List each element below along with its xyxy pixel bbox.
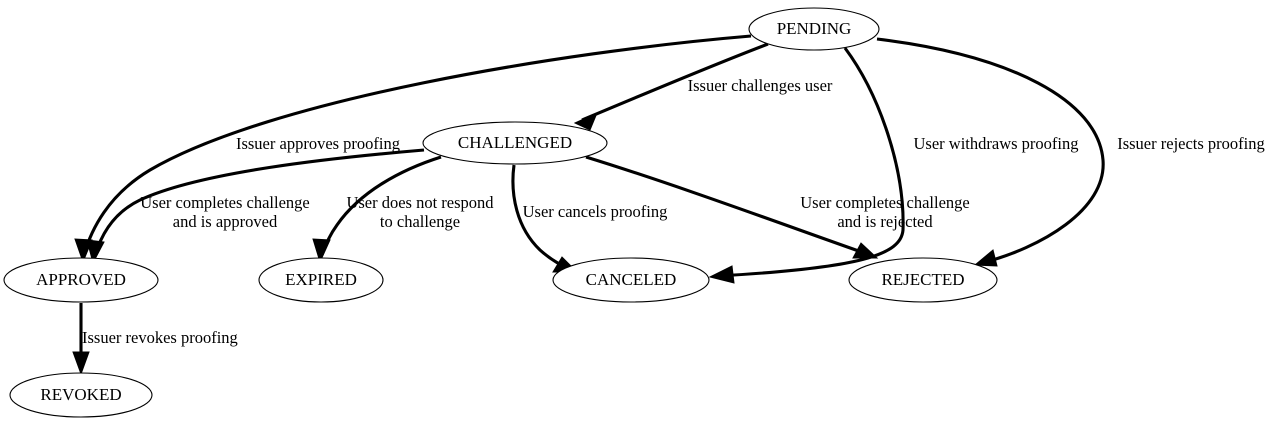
node-rejected[interactable]: REJECTED bbox=[848, 257, 998, 303]
arrowhead-challenged-approved bbox=[86, 239, 105, 265]
edge-label-challenged-approved-line1: User completes challenge bbox=[140, 193, 310, 212]
edge-label-challenged-expired-line2: to challenge bbox=[380, 212, 460, 231]
edge-path-pending-canceled bbox=[717, 47, 905, 278]
nodes-layer: PENDING CHALLENGED APPROVED EXPIRED CANC… bbox=[3, 7, 998, 418]
node-revoked-ellipse bbox=[9, 372, 153, 418]
edge-label-challenged-rejected-line1: User completes challenge bbox=[800, 193, 970, 212]
node-pending-ellipse bbox=[748, 7, 880, 51]
arrowhead-pending-canceled bbox=[708, 265, 735, 284]
edge-path-pending-rejected bbox=[876, 37, 1105, 265]
edge-label-pending-challenged: Issuer challenges user bbox=[688, 76, 833, 95]
node-expired-label: EXPIRED bbox=[285, 270, 357, 289]
edge-label-approved-revoked: Issuer revokes proofing bbox=[82, 328, 238, 347]
node-approved[interactable]: APPROVED bbox=[3, 257, 159, 303]
edges-layer bbox=[72, 34, 1105, 376]
node-approved-label: APPROVED bbox=[36, 270, 126, 289]
edge-challenged-approved[interactable] bbox=[86, 148, 425, 265]
edge-challenged-expired[interactable] bbox=[312, 155, 442, 264]
node-pending[interactable]: PENDING bbox=[748, 7, 880, 51]
edge-label-pending-rejected: Issuer rejects proofing bbox=[1117, 134, 1265, 153]
node-canceled[interactable]: CANCELED bbox=[552, 257, 710, 303]
arrowhead-approved-revoked bbox=[72, 351, 90, 376]
edge-pending-challenged[interactable] bbox=[573, 42, 769, 131]
node-pending-label: PENDING bbox=[777, 19, 852, 38]
edge-label-pending-canceled: User withdraws proofing bbox=[914, 134, 1079, 153]
node-challenged-label: CHALLENGED bbox=[458, 133, 572, 152]
edge-pending-rejected[interactable] bbox=[876, 37, 1105, 267]
edge-path-challenged-rejected bbox=[585, 155, 871, 257]
edge-pending-canceled[interactable] bbox=[708, 47, 905, 284]
node-challenged[interactable]: CHALLENGED bbox=[422, 121, 608, 165]
node-canceled-ellipse bbox=[552, 257, 710, 303]
arrowhead-pending-challenged bbox=[573, 112, 598, 131]
node-revoked[interactable]: REVOKED bbox=[9, 372, 153, 418]
edge-approved-revoked[interactable] bbox=[72, 303, 90, 376]
edge-challenged-rejected[interactable] bbox=[585, 155, 879, 259]
node-expired[interactable]: EXPIRED bbox=[258, 257, 384, 303]
node-expired-ellipse bbox=[258, 257, 384, 303]
edge-label-challenged-expired-line1: User does not respond bbox=[346, 193, 494, 212]
arrowhead-challenged-rejected bbox=[852, 242, 879, 259]
node-approved-ellipse bbox=[3, 257, 159, 303]
node-challenged-ellipse bbox=[422, 121, 608, 165]
arrowhead-pending-rejected bbox=[973, 249, 998, 267]
arrowhead-challenged-expired bbox=[312, 238, 331, 264]
node-rejected-ellipse bbox=[848, 257, 998, 303]
edge-label-challenged-rejected-line2: and is rejected bbox=[837, 212, 933, 231]
edge-label-pending-approved: Issuer approves proofing bbox=[236, 134, 400, 153]
edge-labels-layer: Issuer challenges user Issuer approves p… bbox=[82, 76, 1265, 347]
edge-path-challenged-approved bbox=[93, 148, 425, 257]
edge-path-pending-approved bbox=[82, 34, 752, 256]
node-canceled-label: CANCELED bbox=[586, 270, 677, 289]
node-revoked-label: REVOKED bbox=[40, 385, 121, 404]
node-rejected-label: REJECTED bbox=[881, 270, 964, 289]
edge-path-pending-challenged bbox=[581, 42, 769, 122]
edge-label-challenged-canceled: User cancels proofing bbox=[523, 202, 668, 221]
edge-label-challenged-approved-line2: and is approved bbox=[173, 212, 278, 231]
